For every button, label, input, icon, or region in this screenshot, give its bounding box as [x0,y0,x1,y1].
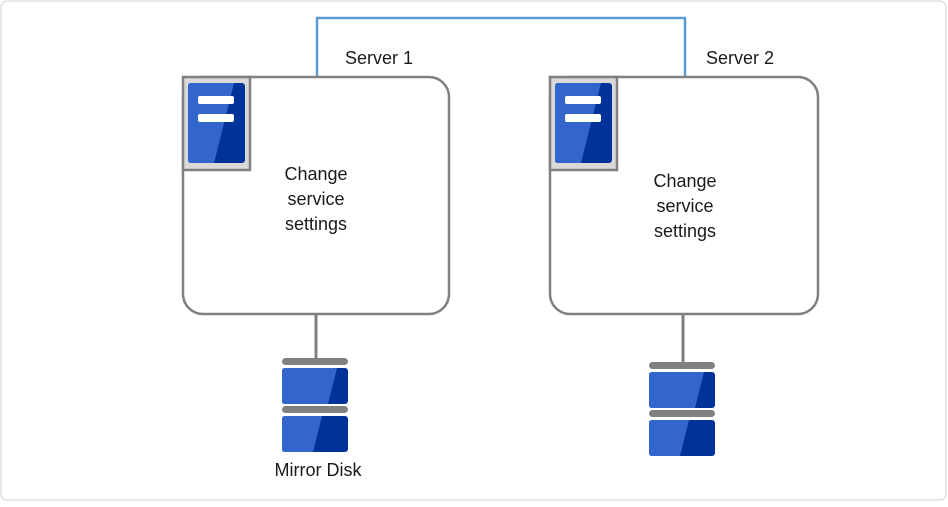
disk-label: Mirror Disk [275,460,363,480]
server-label: Server 1 [345,48,413,68]
server-text-line: Change [653,171,716,191]
server-icon [181,75,252,172]
server-text-line: Change [284,164,347,184]
server-text-line: settings [285,214,347,234]
server-text-line: service [287,189,344,209]
server-label: Server 2 [706,48,774,68]
server-2: Server 2 Change service settings [548,48,820,456]
server-text-line: service [656,196,713,216]
server-1: Server 1 Change service settings Mirror … [181,48,451,480]
mirror-disk-icon [282,358,348,452]
server-text-line: settings [654,221,716,241]
disk-icon [649,362,715,456]
server-icon [548,75,619,172]
network-line [315,16,687,77]
